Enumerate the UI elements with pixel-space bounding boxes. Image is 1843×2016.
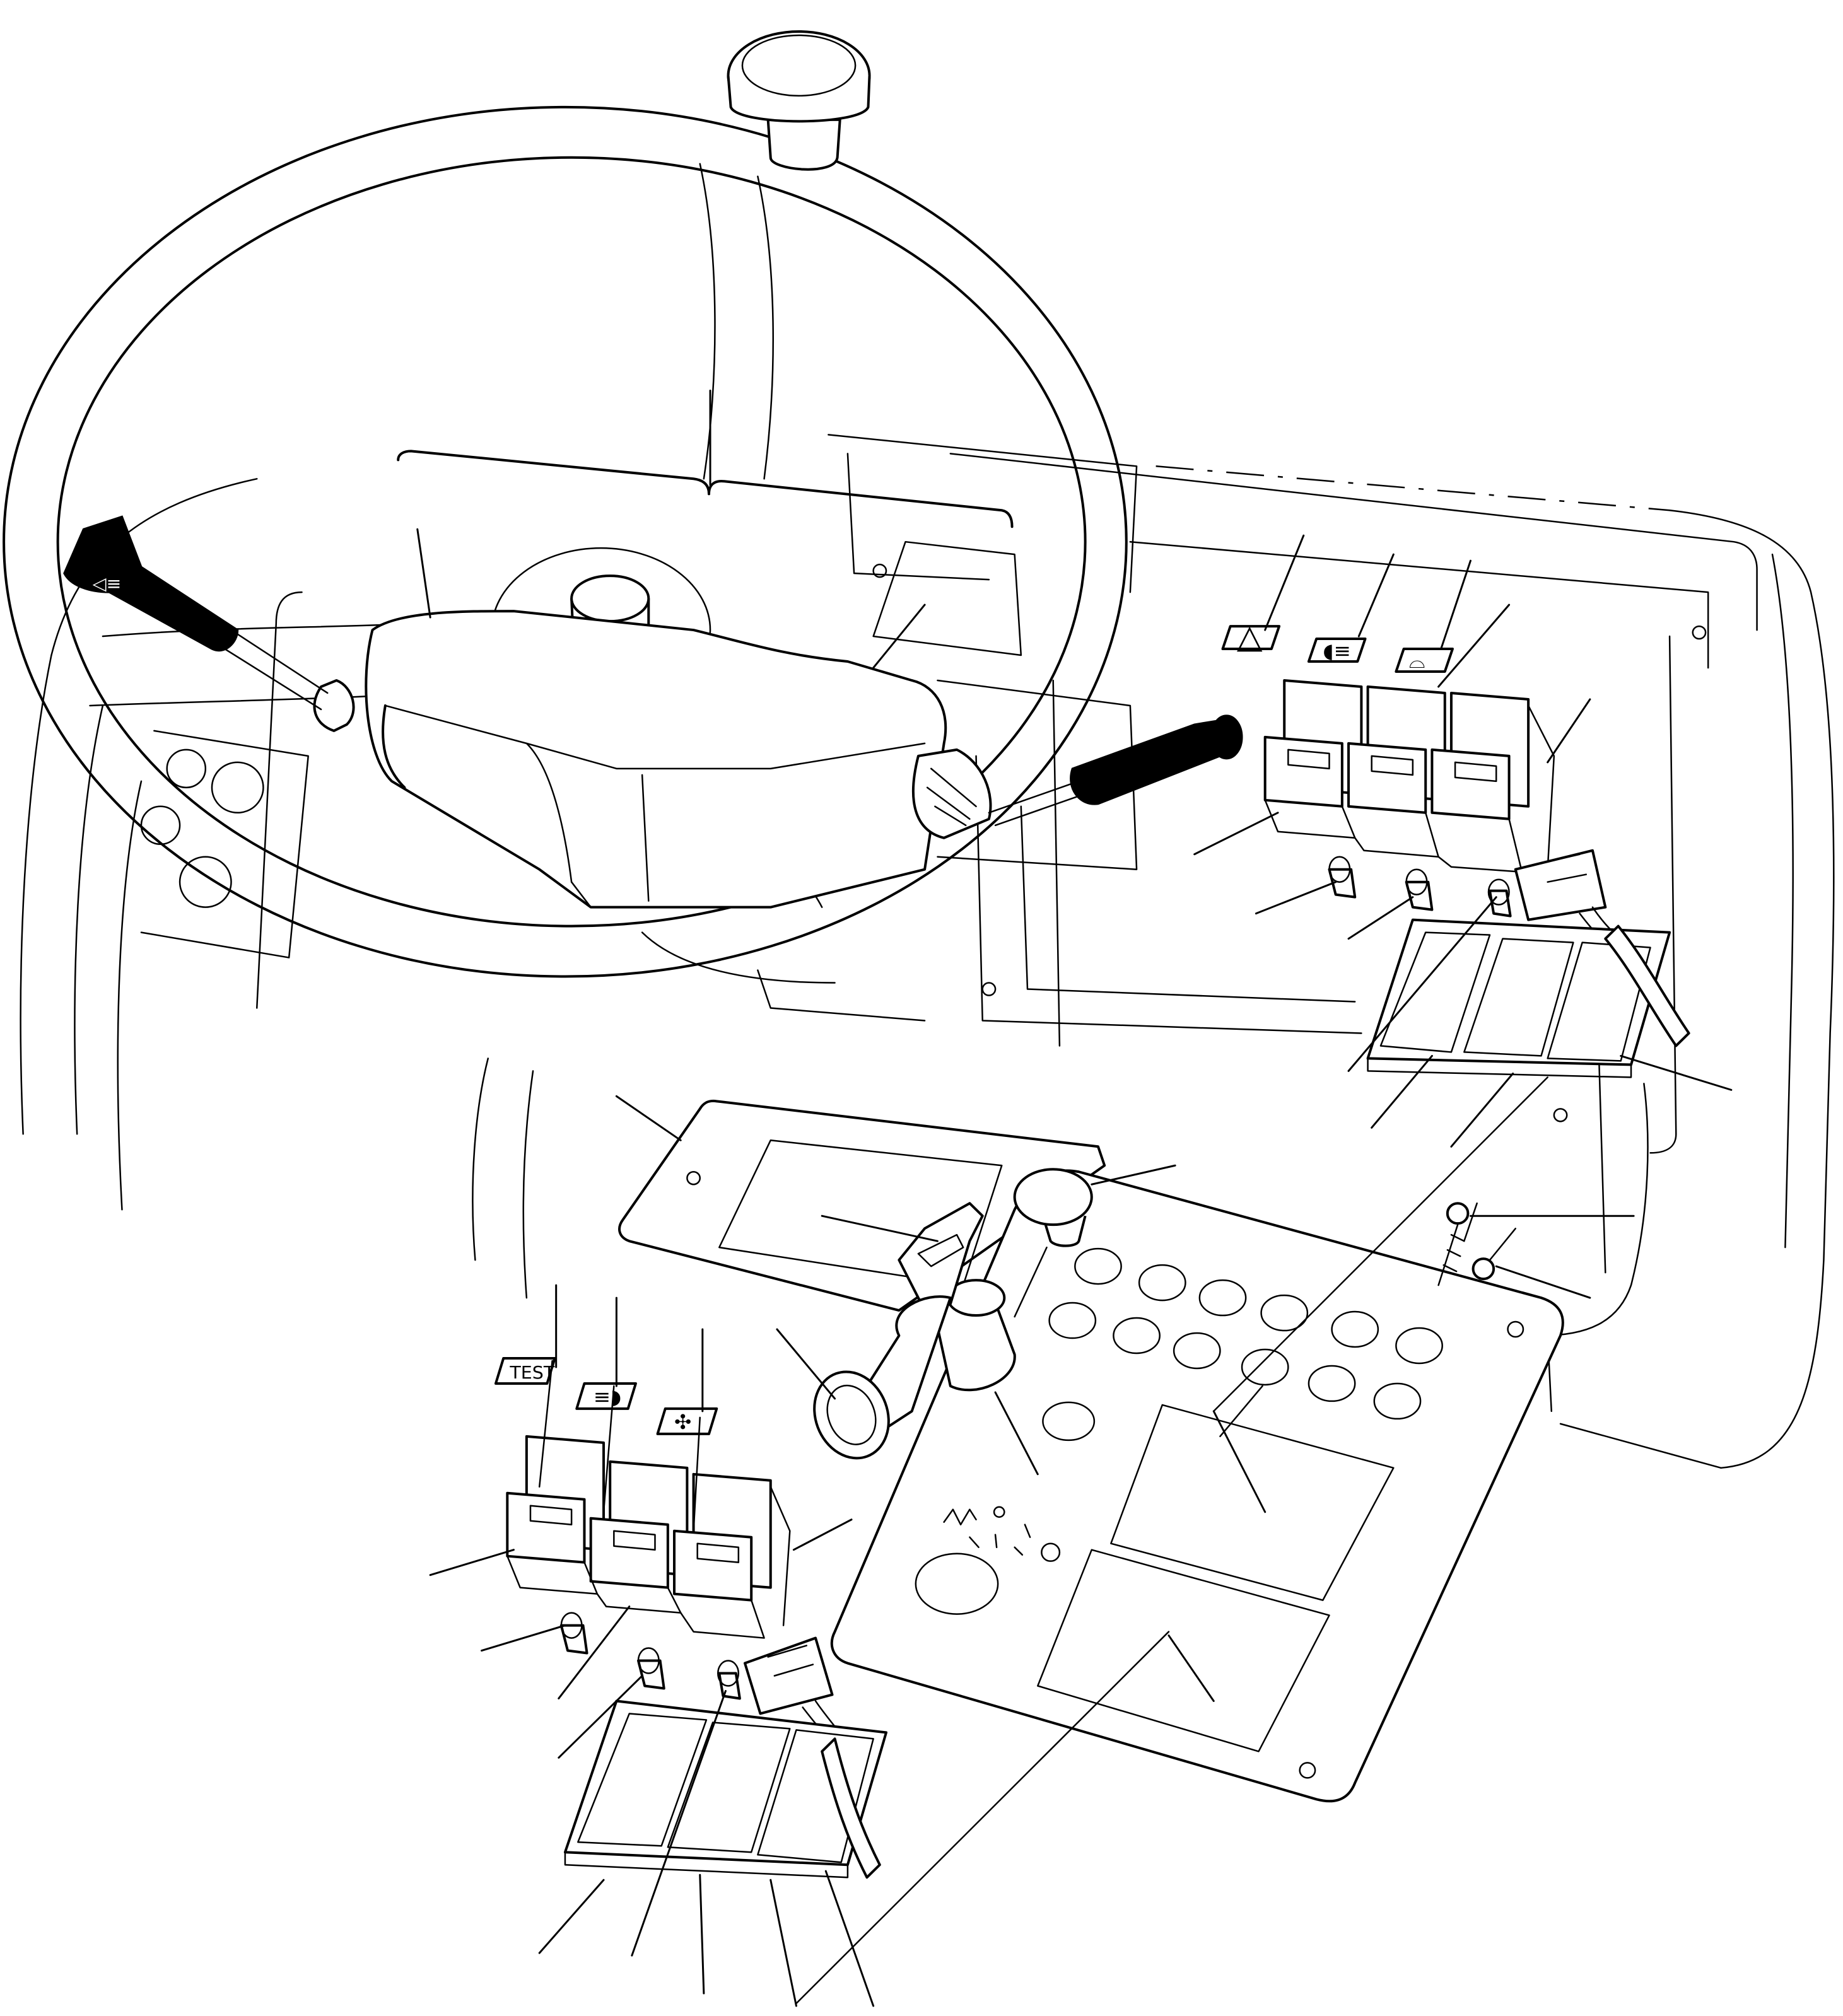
- ignition-key-and-cap: [802, 1203, 1015, 1469]
- work-light-icon: ≡◗: [594, 1385, 621, 1409]
- dashboard-outline: [21, 434, 1834, 1467]
- right-stalk-lever: [989, 716, 1242, 825]
- lower-switch-frame: [565, 1701, 886, 1877]
- upper-bulbs: [1330, 857, 1511, 916]
- preheat-icon: [944, 1510, 976, 1525]
- lower-switch-label-plates: TEST ≡◗ ✣: [496, 1358, 717, 1434]
- upper-rocker-switch-block: [1265, 680, 1554, 872]
- hazard-triangle-icon: △: [1237, 617, 1263, 655]
- start-position-icon: [1041, 1544, 1060, 1561]
- spinner-knob: [728, 32, 870, 170]
- leader-lines: [418, 390, 1731, 2006]
- left-stalk-lever: ◁≡: [64, 516, 327, 709]
- off-position-icon: [994, 1507, 1004, 1517]
- warning-lamp-knob: [1015, 1169, 1092, 1317]
- mounting-screw: [1439, 1203, 1494, 1285]
- wiper-icon: ⌓: [1409, 649, 1425, 673]
- upper-switch-label-plates: △ ◖≡ ⌓: [1222, 617, 1452, 672]
- lower-rocker-switch-block: [507, 1436, 790, 1638]
- headlight-icon: ◁≡: [93, 573, 122, 594]
- column-switch-housing: [314, 611, 990, 907]
- headlight-icon: ◖≡: [1323, 639, 1350, 663]
- instrument-panel-plate: [832, 1170, 1563, 1801]
- test-label: TEST: [509, 1362, 555, 1383]
- bracket-line: [398, 451, 1012, 527]
- ignition-position-symbols: [944, 1507, 1060, 1561]
- run-position-icon: [1025, 1525, 1030, 1537]
- upper-switch-frame: [1368, 920, 1689, 1078]
- fan-icon: ✣: [674, 1410, 691, 1434]
- lower-bulbs: [561, 1613, 740, 1699]
